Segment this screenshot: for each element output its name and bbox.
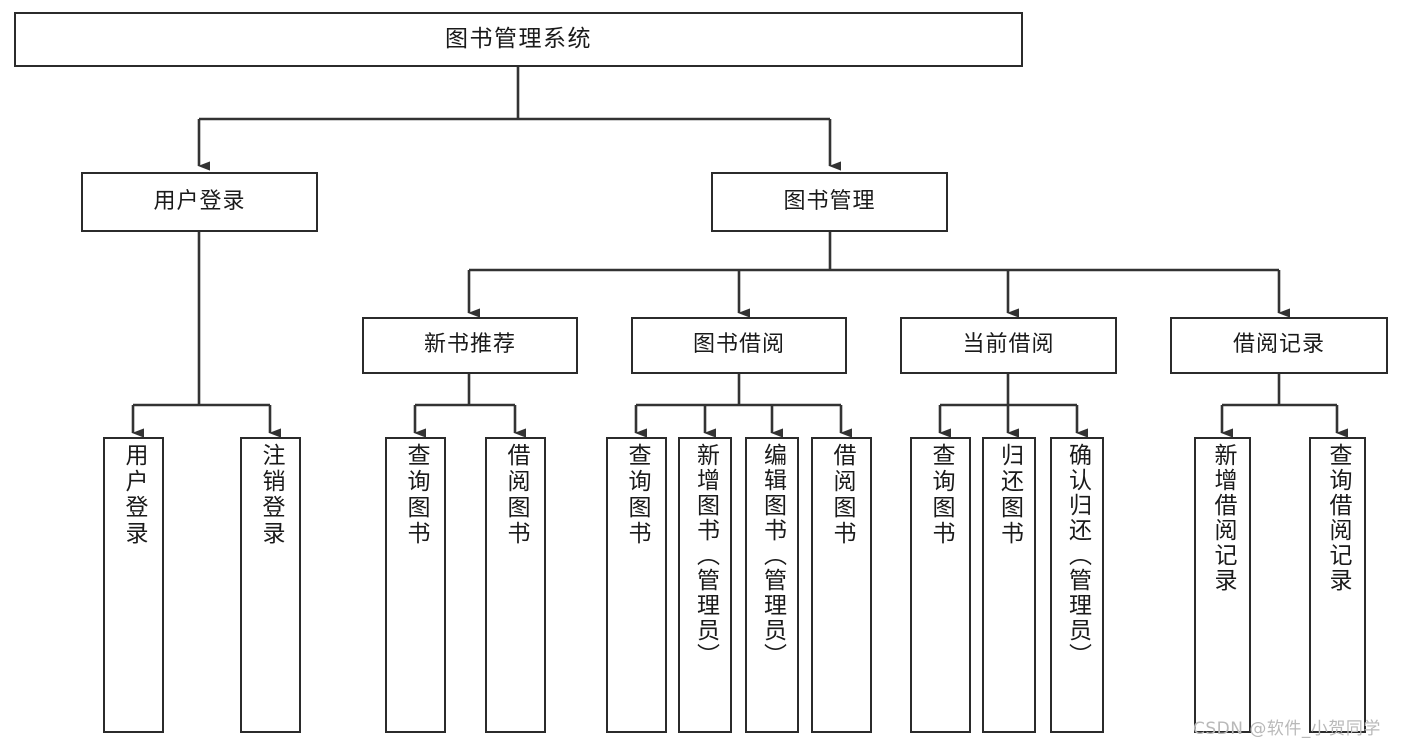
- node-user-login[interactable]: 用户登录: [81, 172, 318, 232]
- node-leaf-query-book-borrow[interactable]: 查询图书: [606, 437, 667, 733]
- node-label: 当前借阅: [962, 332, 1055, 358]
- node-leaf-confirm-return-admin[interactable]: 确认归还（管理员）: [1050, 437, 1104, 733]
- node-label: 查询图书: [928, 443, 954, 547]
- node-leaf-borrow-book[interactable]: 借阅图书: [811, 437, 872, 733]
- node-leaf-edit-book-admin[interactable]: 编辑图书（管理员）: [745, 437, 799, 733]
- node-root-system[interactable]: 图书管理系统: [14, 12, 1023, 67]
- node-label: 新书推荐: [423, 332, 516, 358]
- node-label: 查询借阅记录: [1325, 443, 1351, 593]
- node-leaf-logout[interactable]: 注销登录: [240, 437, 301, 733]
- node-label: 借阅图书: [829, 443, 855, 547]
- node-book-manage[interactable]: 图书管理: [711, 172, 948, 232]
- node-label: 注销登录: [258, 443, 284, 547]
- node-label: 新增图书（管理员）: [692, 443, 719, 668]
- node-borrow-record[interactable]: 借阅记录: [1170, 317, 1388, 374]
- node-label: 查询图书: [624, 443, 650, 547]
- node-label: 图书借阅: [692, 332, 785, 358]
- node-label: 用户登录: [121, 443, 147, 547]
- node-new-book-recommend[interactable]: 新书推荐: [362, 317, 578, 374]
- node-leaf-query-book-current[interactable]: 查询图书: [910, 437, 971, 733]
- node-book-borrow[interactable]: 图书借阅: [631, 317, 847, 374]
- node-leaf-add-book-admin[interactable]: 新增图书（管理员）: [678, 437, 732, 733]
- node-label: 图书管理系统: [445, 25, 592, 52]
- node-leaf-query-borrow-record[interactable]: 查询借阅记录: [1309, 437, 1366, 733]
- node-label: 借阅图书: [503, 443, 529, 547]
- node-current-borrow[interactable]: 当前借阅: [900, 317, 1117, 374]
- node-leaf-return-book[interactable]: 归还图书: [982, 437, 1036, 733]
- node-leaf-query-book-recommend[interactable]: 查询图书: [385, 437, 446, 733]
- node-label: 图书管理: [783, 188, 876, 214]
- node-leaf-user-login[interactable]: 用户登录: [103, 437, 164, 733]
- node-label: 借阅记录: [1232, 332, 1325, 358]
- node-leaf-add-borrow-record[interactable]: 新增借阅记录: [1194, 437, 1251, 733]
- node-leaf-borrow-book-recommend[interactable]: 借阅图书: [485, 437, 546, 733]
- node-label: 确认归还（管理员）: [1064, 443, 1091, 668]
- node-label: 查询图书: [403, 443, 429, 547]
- node-label: 归还图书: [996, 443, 1023, 547]
- node-label: 用户登录: [153, 188, 246, 214]
- node-label: 编辑图书（管理员）: [759, 443, 786, 668]
- node-label: 新增借阅记录: [1210, 443, 1236, 593]
